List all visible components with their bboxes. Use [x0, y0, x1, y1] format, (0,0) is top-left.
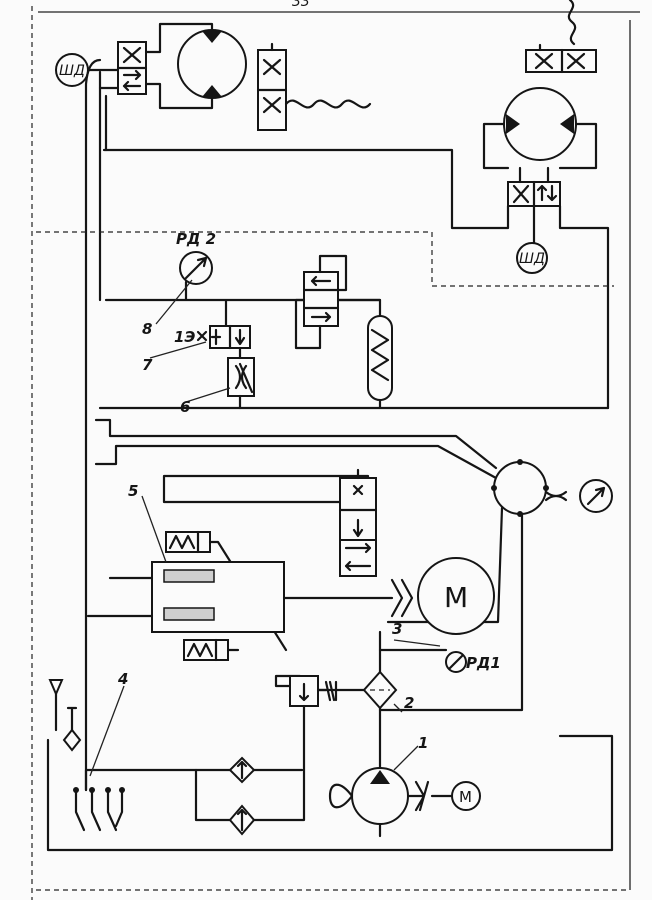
rd2-label: РД 2 — [176, 230, 216, 248]
right-rotary-actuator-group: ШД — [102, 0, 610, 410]
item-5-label: 5 — [128, 482, 138, 500]
panel-boundary-upper — [36, 231, 614, 287]
pilot-valve — [339, 539, 377, 577]
page-number: 33 — [292, 0, 310, 10]
main-motor-label: М — [444, 581, 468, 614]
left-output-shaft-wave — [284, 99, 372, 109]
pump-station-block: РД1 3 2 М 1 — [46, 620, 614, 852]
item-4-label: 4 — [117, 670, 128, 688]
rd1-label: РД1 — [466, 654, 501, 672]
item-8-label: 8 — [142, 320, 152, 338]
left-shd-label: ШД — [59, 63, 85, 79]
oil-tank — [46, 734, 614, 852]
item-7-label: 7 — [142, 356, 153, 374]
right-shd-label: ШД — [519, 251, 545, 267]
air-breather — [62, 728, 82, 752]
main-distributor — [493, 461, 547, 515]
right-shd-gauge — [516, 242, 548, 274]
left-rotary-actuator-group: ШД — [55, 22, 372, 792]
pump-motor-label: М — [459, 788, 472, 806]
level-indicator — [48, 679, 64, 697]
item-1-label: 1 — [418, 734, 428, 752]
item-3-label: 3 — [392, 620, 402, 638]
pressure-control-block: РД 2 1Э 8 7 6 — [98, 230, 610, 416]
item-2-label: 2 — [404, 694, 414, 712]
control-panel-block: 5 М — [86, 418, 613, 712]
hydraulic-accumulator — [367, 315, 393, 401]
solenoid-1e-label: 1Э — [174, 328, 195, 346]
main-electric-motor — [417, 557, 495, 635]
right-output-shaft-wave — [567, 0, 577, 46]
item-6-label: 6 — [180, 398, 190, 416]
